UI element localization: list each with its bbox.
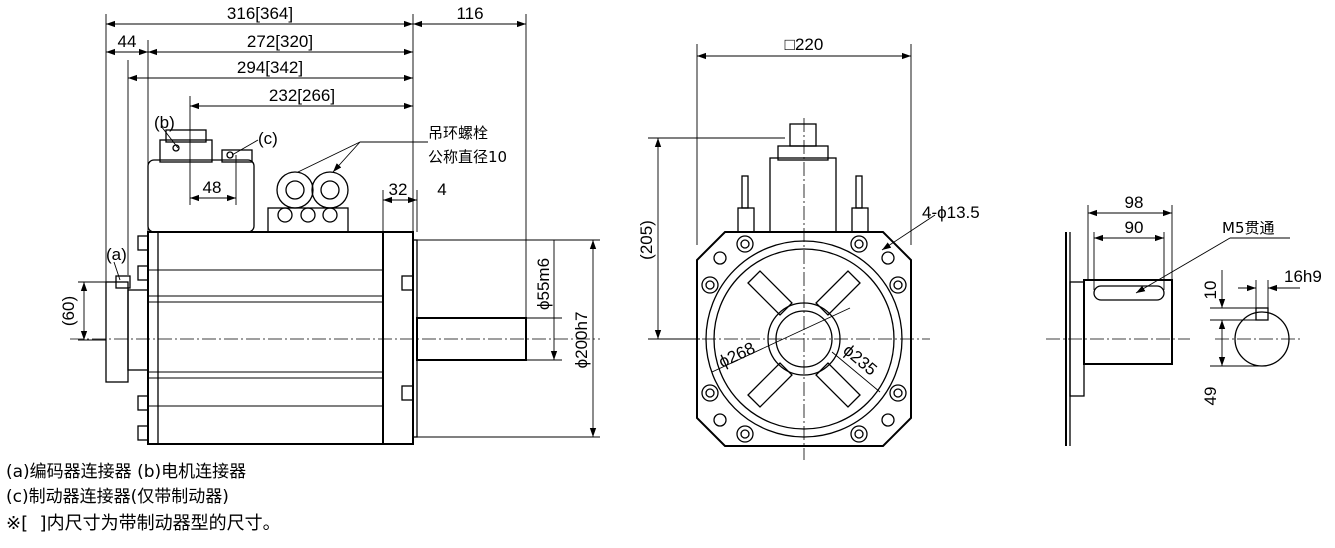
dim-4: 4 [437, 180, 446, 199]
dim-key-10: 10 [1201, 281, 1220, 300]
dim-tap-m5: M5贯通 [1222, 219, 1275, 237]
legend-line-2: (c)制动器连接器(仅带制动器) [6, 487, 229, 507]
label-b: (b) [154, 113, 175, 132]
dim-32: 32 [389, 180, 408, 199]
dim-pcd-268: ϕ268 [716, 338, 758, 371]
label-a: (a) [106, 245, 127, 264]
bracket-note: ※[ ]内尺寸为带制动器型的尺寸。 [6, 513, 281, 534]
dim-key-49: 49 [1201, 387, 1220, 406]
dim-key-16h9: 16h9 [1284, 267, 1322, 286]
dim-48: 48 [203, 178, 222, 197]
dim-square: □220 [785, 35, 824, 54]
dim-rear-44: 44 [118, 32, 137, 51]
dim-pilot-diameter: ϕ200h7 [572, 312, 591, 369]
dim-diameter-235: ϕ235 [839, 341, 880, 380]
dim-key-90: 90 [1125, 218, 1144, 237]
dim-shaft-length: 116 [456, 4, 483, 23]
dim-height-60: (60) [59, 296, 78, 326]
shaft-detail-view: 98 90 M5贯通 10 16h9 49 [1046, 193, 1322, 446]
legend-line-1: (a)编码器连接器 (b)电机连接器 [6, 462, 247, 482]
dim-height-205: (205) [637, 220, 656, 260]
eyebolt-label-line2: 公称直径10 [428, 148, 507, 166]
eyebolt-label-line1: 吊环螺栓 [428, 124, 488, 142]
dim-294: 294[342] [237, 58, 303, 77]
dim-shaft-diameter: ϕ55m6 [534, 258, 553, 310]
side-view: 316[364] 116 44 272[320] 294[342] 232[26… [59, 4, 600, 445]
dim-232: 232[266] [269, 86, 335, 105]
front-view: □220 (205) 4-ϕ13.5 ϕ268 ϕ235 [637, 35, 980, 460]
dim-holes: 4-ϕ13.5 [922, 203, 980, 222]
dim-overall: 316[364] [227, 4, 293, 23]
dim-272: 272[320] [247, 32, 313, 51]
dim-key-98: 98 [1125, 193, 1144, 212]
label-c: (c) [258, 129, 278, 148]
